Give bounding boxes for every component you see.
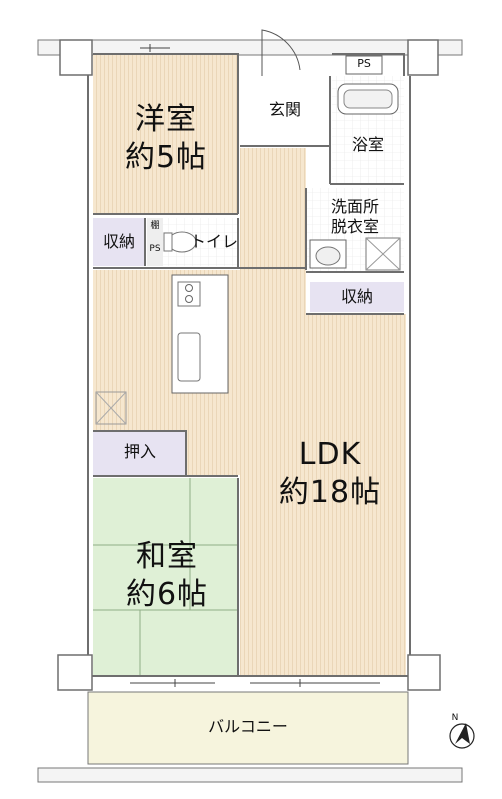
hallway-floor	[240, 148, 306, 270]
tatami-lines	[93, 478, 238, 675]
shelf-block	[147, 218, 163, 266]
bath-label: 浴室	[351, 135, 384, 154]
walls	[87, 53, 411, 677]
top-band	[37, 39, 463, 56]
oshiire-floor	[93, 431, 186, 475]
washroom-label-1: 洗面所	[330, 197, 379, 216]
japanese-room-name: 和室	[136, 539, 198, 574]
bottom-band	[37, 767, 463, 783]
ldk-floor	[93, 270, 406, 675]
oshiire-label: 押入	[123, 442, 156, 461]
storage-right-label: 収納	[340, 287, 373, 306]
storage-left-label: 収納	[102, 232, 135, 251]
ps-top-box	[345, 55, 383, 75]
balcony-label: バルコニー	[208, 717, 288, 736]
western-room-size: 約5帖	[124, 140, 208, 175]
kitchen-sink	[177, 332, 201, 382]
japanese-room-size: 約6帖	[125, 577, 209, 612]
washroom-label-2: 脱衣室	[330, 217, 379, 236]
western-room-floor	[93, 54, 238, 214]
toilet-label: トイレ	[189, 232, 238, 251]
japanese-room-floor	[93, 478, 238, 675]
window-marks	[130, 44, 380, 687]
ldk-size: 約18帖	[278, 475, 382, 510]
ps-small-label: PS	[149, 244, 161, 254]
ps-top-label: PS	[357, 57, 371, 70]
storage-left-floor	[93, 218, 145, 266]
compass-label: N	[451, 713, 459, 723]
western-room-name: 洋室	[135, 102, 197, 137]
entrance-label: 玄関	[268, 100, 301, 119]
entrance-door	[261, 29, 301, 76]
fridge-space	[95, 391, 127, 425]
balcony-floor	[87, 691, 409, 765]
shelf-label: 棚	[150, 221, 160, 231]
structural-columns	[57, 39, 441, 691]
ldk-name: LDK	[298, 437, 362, 472]
entrance-floor	[240, 76, 330, 146]
north-compass	[449, 723, 475, 749]
storage-right-floor	[310, 282, 404, 312]
